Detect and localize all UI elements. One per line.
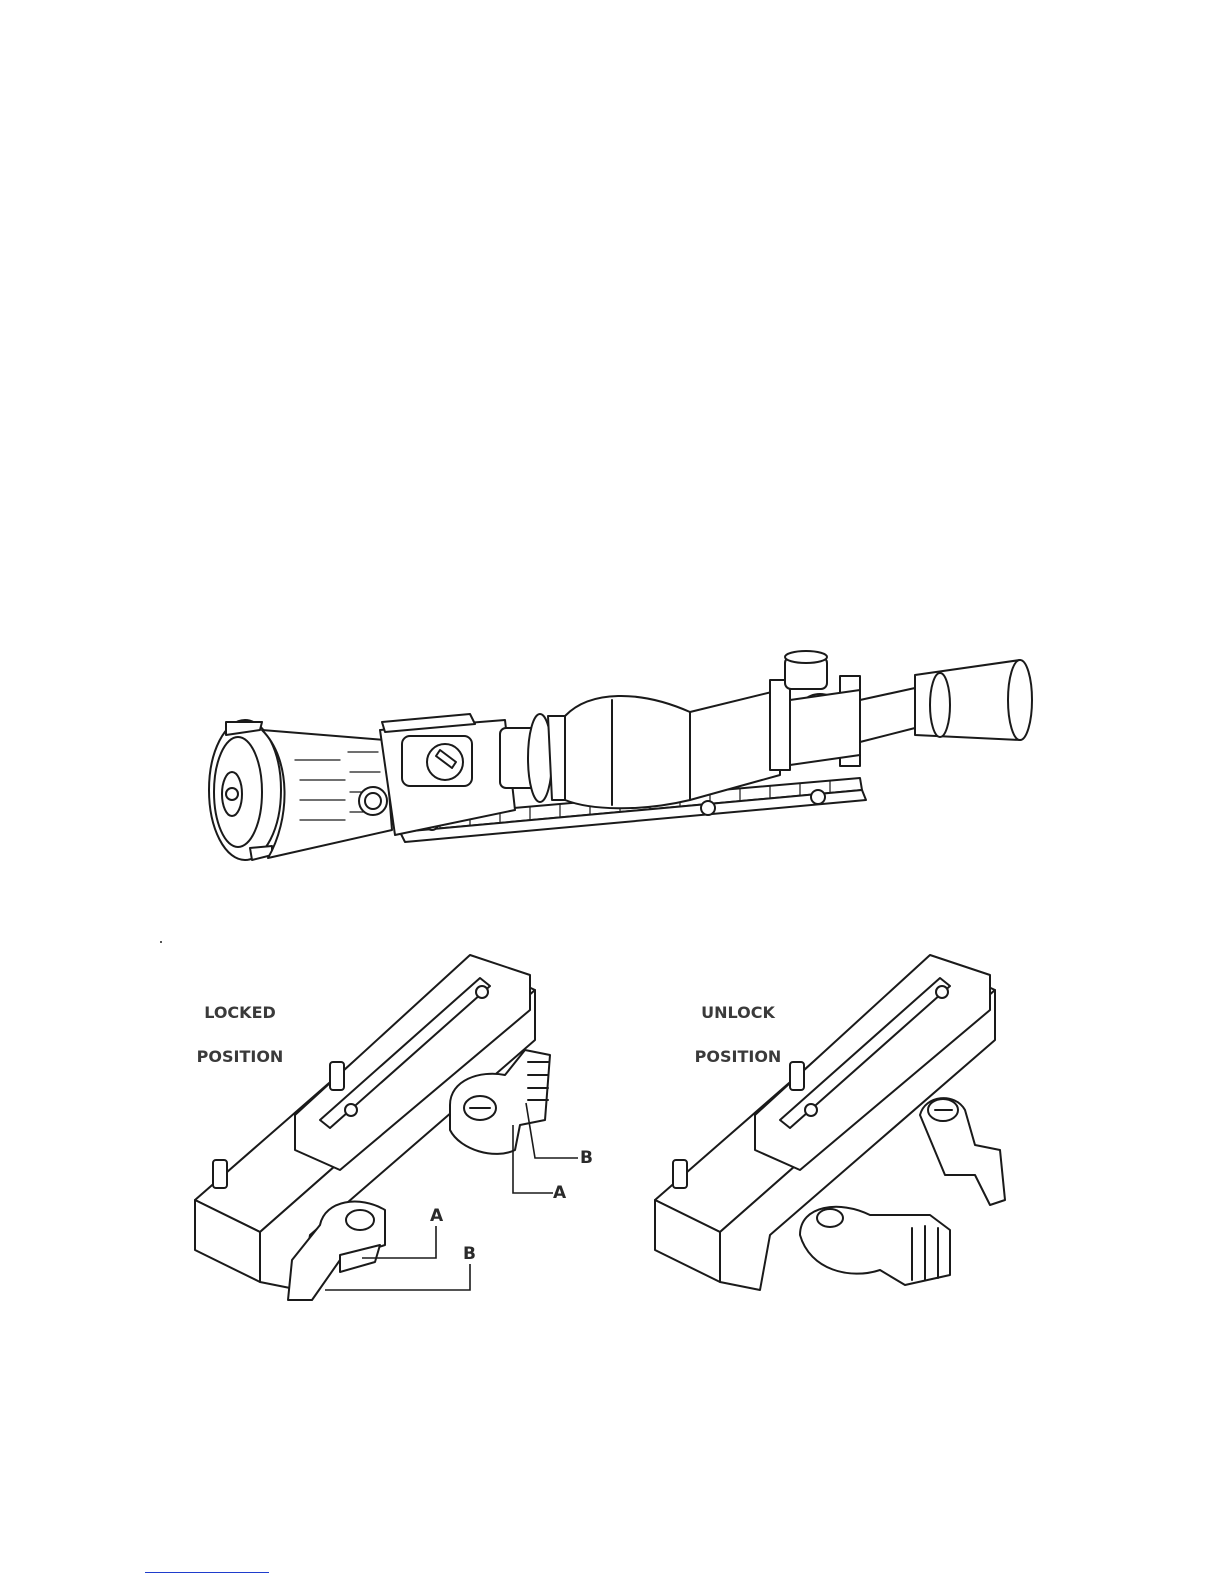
scope-eyepiece xyxy=(860,688,915,742)
locked-caption-line2: POSITION xyxy=(190,1046,290,1068)
locked-position-caption: LOCKED POSITION xyxy=(190,980,290,1090)
stray-mark xyxy=(160,941,162,943)
callout-b-lower: B xyxy=(463,1243,476,1265)
footer-link-underline[interactable] xyxy=(145,1572,269,1573)
callout-b-upper: B xyxy=(580,1147,593,1169)
unlock-caption-line2: POSITION xyxy=(688,1046,788,1068)
locked-caption-line1: LOCKED xyxy=(190,1002,290,1024)
callout-a-upper: A xyxy=(553,1182,566,1204)
callout-a-lower: A xyxy=(430,1205,443,1227)
scope-objective-bell xyxy=(565,696,690,808)
unlock-caption-line1: UNLOCK xyxy=(688,1002,788,1024)
unlock-position-caption: UNLOCK POSITION xyxy=(688,980,788,1090)
